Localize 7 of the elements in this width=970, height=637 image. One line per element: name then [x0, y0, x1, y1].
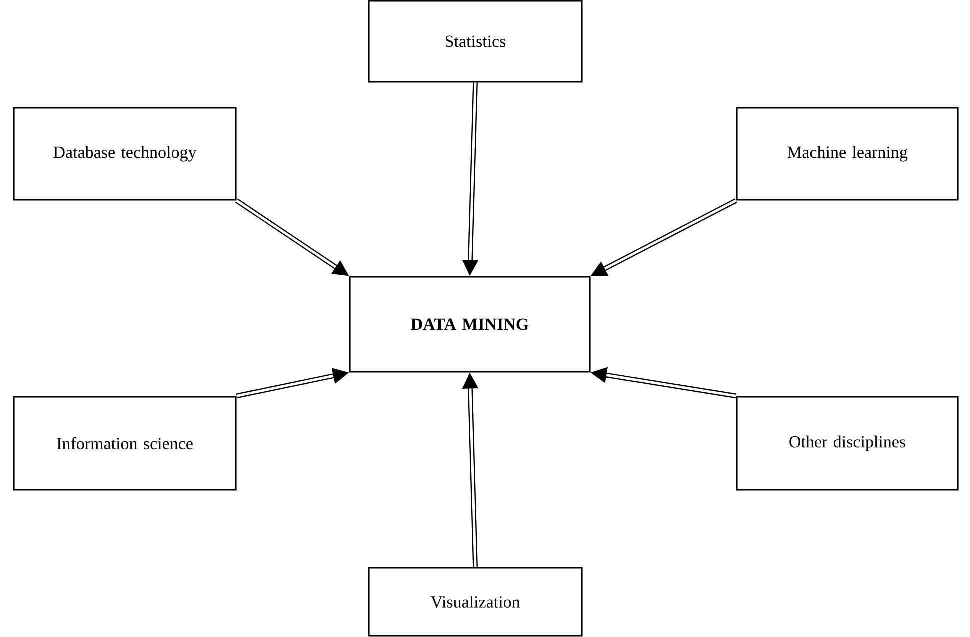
- text-box: Other disciplines: [736, 396, 959, 491]
- text-box: Visualization: [368, 567, 583, 637]
- central-box: DATA MINING: [349, 276, 591, 373]
- text-box: Statistics: [368, 0, 583, 83]
- text-box: Machine learning: [736, 107, 959, 201]
- text-box: Information science: [13, 396, 237, 491]
- text-box: Database technology: [13, 107, 237, 201]
